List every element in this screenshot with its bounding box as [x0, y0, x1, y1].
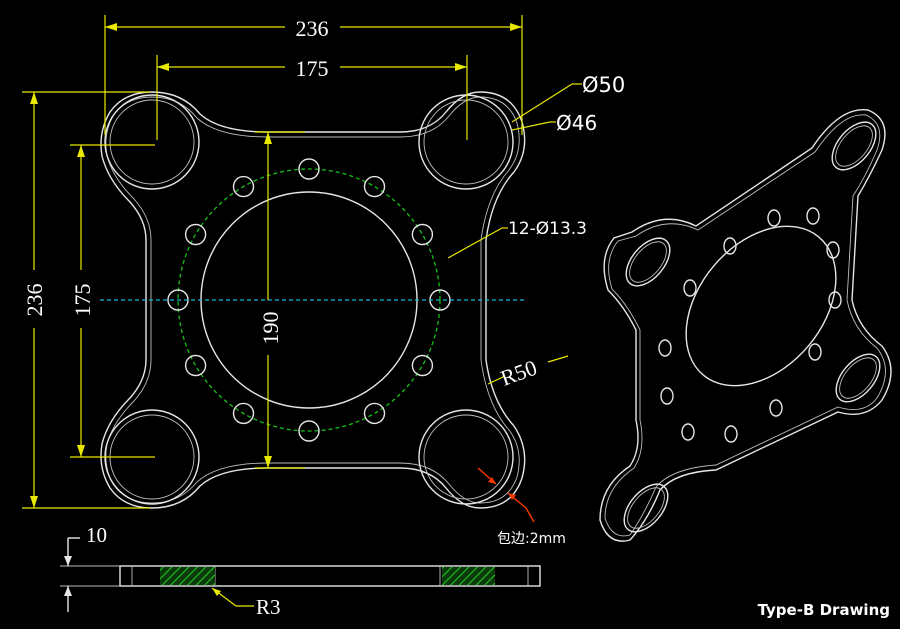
bolt-hole	[411, 223, 434, 246]
pcd-circle	[177, 168, 441, 432]
bolt-hole	[298, 158, 320, 180]
bolt-holes	[167, 158, 451, 442]
dim-outer-height: 236	[22, 91, 150, 509]
corner-hole-top-left	[104, 94, 200, 190]
bolt-hole	[298, 420, 320, 442]
section-hatch-left	[160, 567, 215, 585]
bolt-hole	[232, 175, 255, 198]
bolt-hole	[232, 402, 255, 425]
drawing-caption: Type-B Drawing	[757, 601, 890, 619]
isometric-view	[599, 108, 892, 542]
dim-pcd-label: 190	[258, 312, 283, 345]
corner-hole-top-right	[418, 94, 514, 190]
dim-outer-height-label: 236	[22, 284, 47, 317]
dim-pcd: 190	[255, 131, 305, 469]
bolt-hole	[363, 175, 386, 198]
dim-thickness-label: 10	[86, 523, 107, 547]
dim-hole-spacing-vertical-label: 175	[70, 284, 95, 317]
dim-thickness: 10	[64, 523, 107, 612]
section-hatch-right	[442, 567, 495, 585]
bolt-hole	[363, 402, 386, 425]
dim-side-radius-label: R50	[497, 355, 540, 391]
dim-corner-outer-label: Ø50	[582, 73, 625, 97]
dim-edge-radius-label: R3	[256, 595, 281, 619]
bolt-hole	[411, 354, 434, 377]
plate-outline-top-view	[100, 91, 526, 509]
dim-hole-spacing-horizontal-label: 175	[296, 56, 329, 81]
dim-hole-spacing-vertical: 175	[70, 144, 155, 458]
dim-bolt-holes-label: 12-Ø13.3	[508, 219, 587, 239]
bolt-hole	[184, 354, 207, 377]
dim-bolt-holes: 12-Ø13.3	[447, 219, 587, 259]
dim-edge-radius: R3	[211, 587, 281, 619]
dim-corner-diameter: Ø50 Ø46	[511, 73, 625, 135]
dim-hole-spacing-horizontal: 175	[156, 55, 468, 140]
dim-edge-wrap: 包边:2mm	[477, 467, 566, 547]
dim-side-radius: R50	[487, 355, 569, 391]
corner-hole-bottom-right	[418, 409, 514, 505]
dim-edge-wrap-label: 包边:2mm	[497, 531, 566, 547]
section-view	[60, 565, 541, 587]
dim-outer-width-label: 236	[296, 16, 329, 41]
dim-corner-inner-label: Ø46	[556, 111, 597, 135]
bolt-hole	[184, 223, 207, 246]
